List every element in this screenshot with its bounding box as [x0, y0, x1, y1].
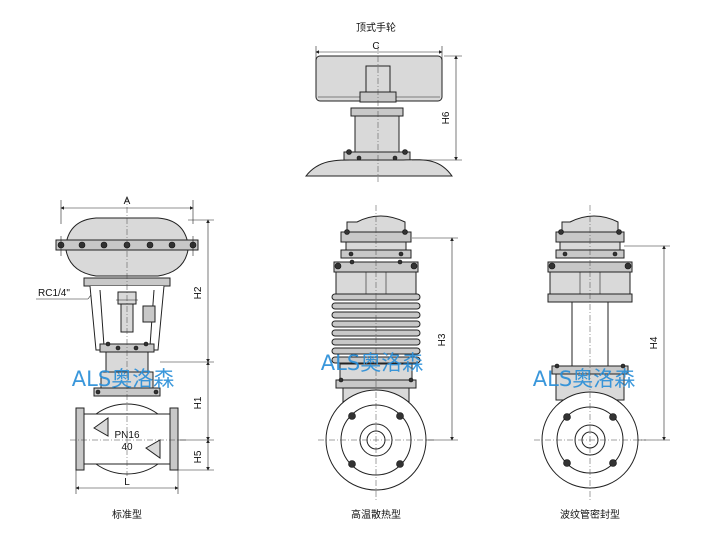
- port-label: RC1/4": [38, 288, 70, 299]
- bellows-type-view: H4 波纹管密封型 ALS奥洛森: [533, 205, 670, 521]
- watermark-standard: ALS奥洛森: [72, 367, 174, 391]
- high-temp-title: 高温散热型: [351, 508, 401, 521]
- standard-title: 标准型: [112, 508, 142, 521]
- handwheel-yoke: [354, 113, 400, 155]
- dim-H5-label: H5: [193, 450, 204, 463]
- high-temp-type-view: H3 高温散热型 ALS奥洛森: [318, 205, 458, 521]
- dim-H4-label: H4: [649, 336, 660, 349]
- dim-C-label: C: [372, 41, 379, 52]
- size-label: 40: [121, 442, 133, 453]
- dim-L-label: L: [124, 477, 130, 488]
- watermark-high-temp: ALS奥洛森: [321, 351, 423, 375]
- standard-type-view: A RC1/4": [36, 196, 214, 521]
- handwheel-base: [304, 159, 453, 177]
- dim-H2-label: H2: [193, 286, 204, 299]
- top-handwheel-view: 顶式手轮 C H6: [304, 21, 462, 182]
- dim-H6-label: H6: [441, 111, 452, 124]
- bellows-title: 波纹管密封型: [560, 508, 620, 521]
- dim-H1-label: H1: [193, 396, 204, 409]
- dim-H3-label: H3: [437, 333, 448, 346]
- watermark-bellows: ALS奥洛森: [533, 367, 635, 391]
- top-handwheel-title: 顶式手轮: [356, 21, 396, 34]
